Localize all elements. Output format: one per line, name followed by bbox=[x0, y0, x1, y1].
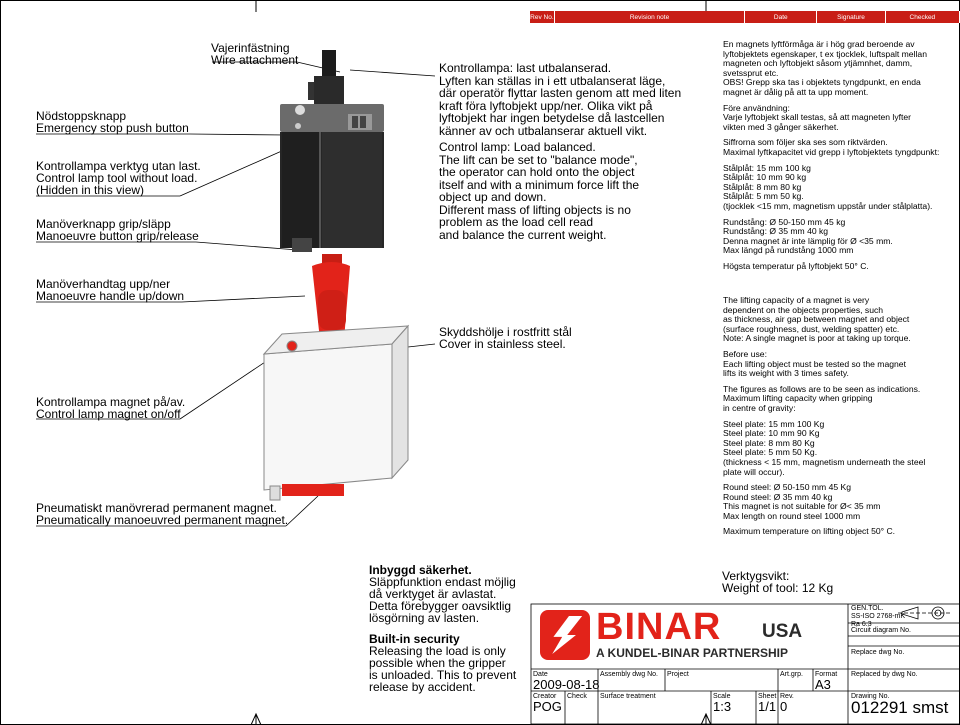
replaced-by-label: Replaced by dwg No. bbox=[851, 671, 918, 678]
rev-label: Rev. bbox=[780, 693, 794, 700]
lamp-balanced-sv: Kontrollampa: last utbalanserad.Lyften k… bbox=[439, 61, 682, 138]
sheet-value: 1/1 bbox=[758, 699, 777, 714]
date-label: Date bbox=[533, 671, 548, 678]
date-header: Date bbox=[744, 11, 818, 23]
assembly-dwg-label: Assembly dwg No. bbox=[600, 671, 658, 678]
tool-illustration bbox=[262, 50, 410, 501]
format-value: A3 bbox=[815, 677, 831, 692]
logo-suffix: USA bbox=[762, 621, 803, 642]
tool-weight: Verktygsvikt:Weight of tool: 12 Kg bbox=[722, 569, 834, 595]
scale-label: Scale bbox=[713, 693, 731, 700]
rev-value: 0 bbox=[780, 699, 788, 714]
callout-permanent-magnet: Pneumatiskt manövrerad permanent magnet.… bbox=[36, 501, 289, 527]
magnet-info-en: The lifting capacity of a magnet is very… bbox=[723, 295, 926, 537]
rev-no-header: Rev No. bbox=[530, 11, 555, 23]
callout-control-lamp-magnet: Kontrollampa magnet på/av.Control lamp m… bbox=[36, 395, 186, 421]
art-grp-label: Art.grp. bbox=[780, 671, 803, 678]
check-label: Check bbox=[567, 693, 587, 700]
magnet-info-sv: En magnets lyftförmåga är i hög grad ber… bbox=[723, 39, 940, 271]
replace-dwg-label: Replace dwg No. bbox=[851, 649, 905, 656]
format-label: Format bbox=[815, 671, 838, 678]
checked-header: Checked bbox=[885, 11, 960, 23]
safety-en: Built-in security Releasing the load is … bbox=[369, 632, 517, 694]
project-label: Project bbox=[667, 671, 689, 678]
signature-header: Signature bbox=[816, 11, 886, 23]
date-value: 2009-08-18 bbox=[533, 677, 600, 692]
callout-control-lamp-tool: Kontrollampa verktyg utan last.Control l… bbox=[36, 159, 201, 197]
logo-tagline: A KUNDEL-BINAR PARTNERSHIP bbox=[596, 646, 788, 660]
sheet-label: Sheet bbox=[758, 693, 777, 700]
surface-treatment-label: Surface treatment bbox=[600, 693, 656, 700]
creator-label: Creator bbox=[533, 693, 557, 700]
safety-sv: Inbyggd säkerhet. Släppfunktion endast m… bbox=[369, 563, 516, 625]
creator-value: POG bbox=[533, 699, 562, 714]
revision-note-header: Revision note bbox=[554, 11, 746, 23]
drawing-no-value: 012291 smst bbox=[851, 698, 949, 717]
lamp-balanced-en: Control lamp: Load balanced.The lift can… bbox=[439, 140, 640, 242]
circuit-diagram-label: Circuit diagram No. bbox=[851, 627, 911, 634]
binar-logo: BINAR USA A KUNDEL-BINAR PARTNERSHIP bbox=[536, 608, 844, 666]
logo-name: BINAR bbox=[596, 606, 722, 648]
revision-table: Rev No. Revision note Date Signature Che… bbox=[530, 11, 960, 23]
drawing-no-label: Drawing No. bbox=[851, 693, 890, 700]
binar-logo-mark bbox=[540, 610, 590, 660]
scale-value: 1:3 bbox=[713, 699, 732, 714]
